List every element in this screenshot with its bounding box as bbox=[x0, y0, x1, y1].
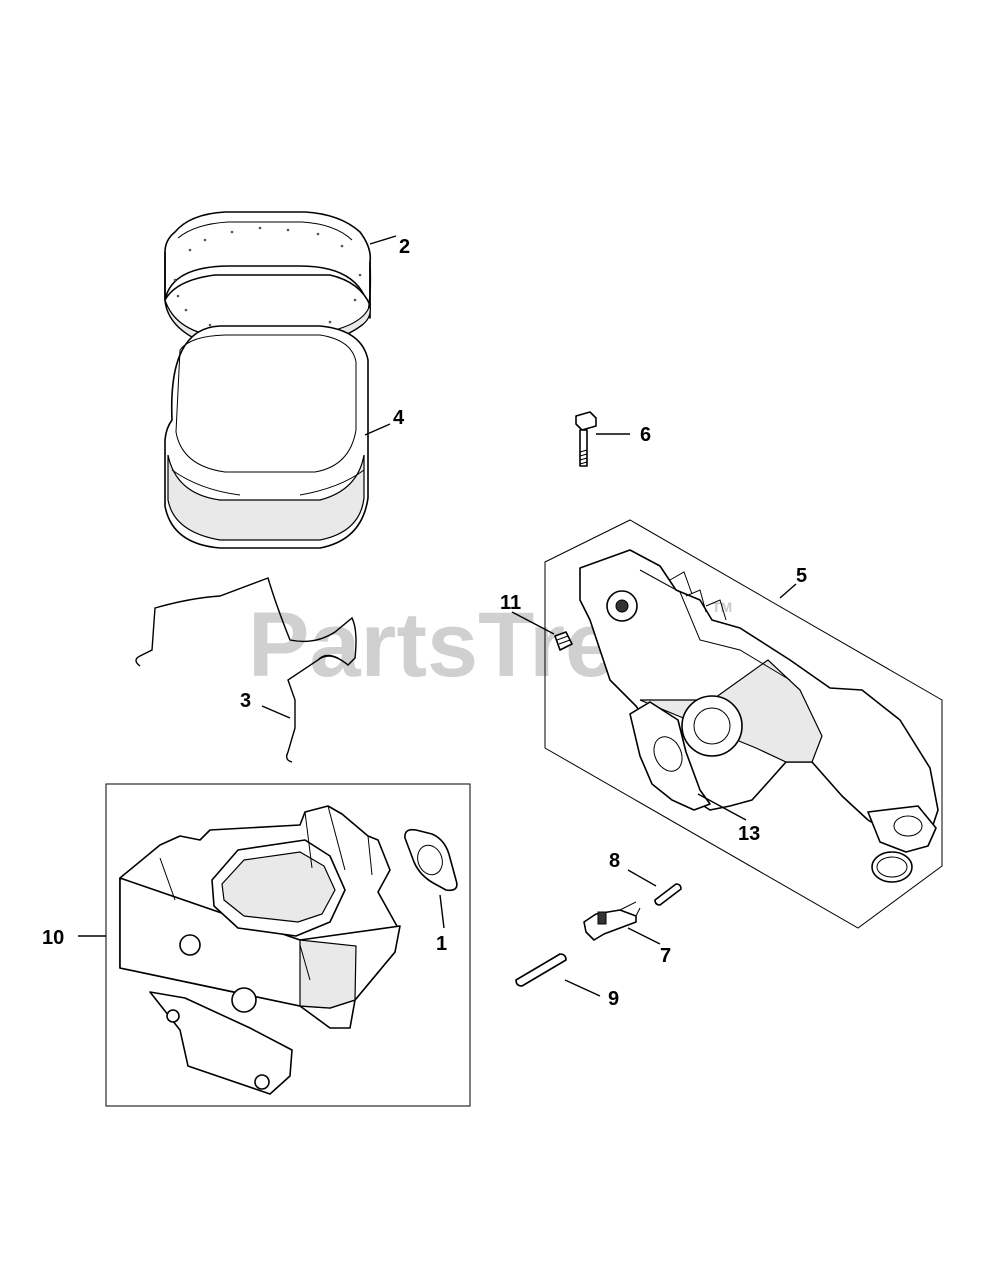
label-part-1[interactable]: 1 bbox=[436, 933, 447, 955]
label-part-7[interactable]: 7 bbox=[660, 945, 671, 967]
part-11-fitting[interactable] bbox=[554, 631, 573, 651]
part-10-box bbox=[105, 783, 471, 1107]
part-8-pin[interactable] bbox=[654, 883, 682, 906]
label-part-8[interactable]: 8 bbox=[609, 850, 620, 872]
label-part-2[interactable]: 2 bbox=[399, 236, 410, 258]
part-4-air-filter[interactable] bbox=[164, 325, 369, 549]
label-part-9[interactable]: 9 bbox=[608, 988, 619, 1010]
label-part-4[interactable]: 4 bbox=[393, 407, 405, 429]
label-part-3[interactable]: 3 bbox=[240, 690, 251, 712]
label-part-13[interactable]: 13 bbox=[738, 823, 760, 845]
label-part-10[interactable]: 10 bbox=[42, 927, 64, 949]
part-6-bolt[interactable] bbox=[575, 411, 597, 467]
part-7-valve[interactable] bbox=[583, 901, 641, 941]
part-9-tube[interactable] bbox=[515, 953, 567, 987]
part-10-air-cleaner-base[interactable] bbox=[119, 805, 401, 1095]
label-part-6[interactable]: 6 bbox=[640, 424, 651, 446]
part-2-precleaner[interactable] bbox=[164, 211, 372, 346]
part-1-gasket[interactable] bbox=[404, 828, 458, 892]
part-3-wire-clip[interactable] bbox=[135, 577, 357, 763]
part-13-gasket[interactable] bbox=[629, 701, 711, 811]
part-5-box bbox=[544, 519, 943, 929]
label-part-11[interactable]: 11 bbox=[500, 592, 521, 614]
part-5-intake-manifold[interactable] bbox=[579, 549, 939, 853]
label-part-5[interactable]: 5 bbox=[796, 565, 807, 587]
